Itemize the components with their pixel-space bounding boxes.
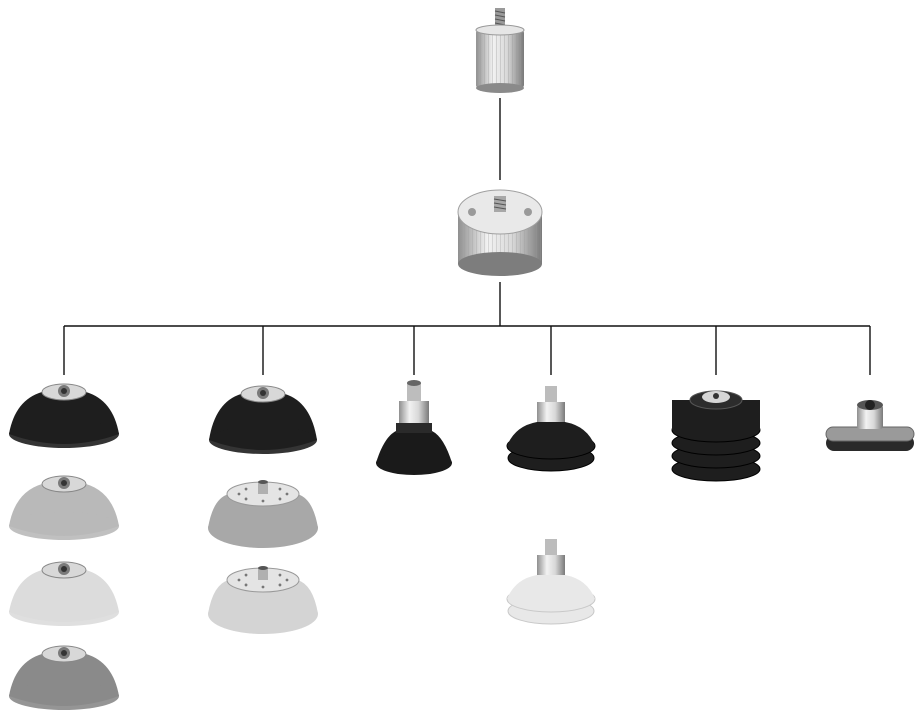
- connector-lines: [63, 98, 871, 375]
- deep-suction-cup-image: [209, 385, 317, 454]
- screw-adapter-image: [475, 8, 525, 93]
- plated-suction-cup-image: [208, 480, 318, 548]
- round-adapter-image: [457, 189, 543, 276]
- oval-suction-cup-image: [825, 400, 915, 451]
- plated-suction-cup-image: [208, 566, 318, 634]
- flat-suction-cup-image: [9, 475, 119, 540]
- bellows-1-5-suction-cup-image: [506, 386, 596, 472]
- flat-suction-cup-image: [9, 561, 119, 626]
- bellows-3-5-suction-cup-image: [671, 390, 761, 482]
- flat-suction-cup-image: [9, 645, 119, 710]
- suction-cups-group: [9, 380, 915, 710]
- flat-suction-cup-image: [9, 383, 119, 448]
- bellows-1-5-suction-cup-image: [506, 539, 596, 625]
- hex-nipple-suction-cup-image: [376, 380, 452, 475]
